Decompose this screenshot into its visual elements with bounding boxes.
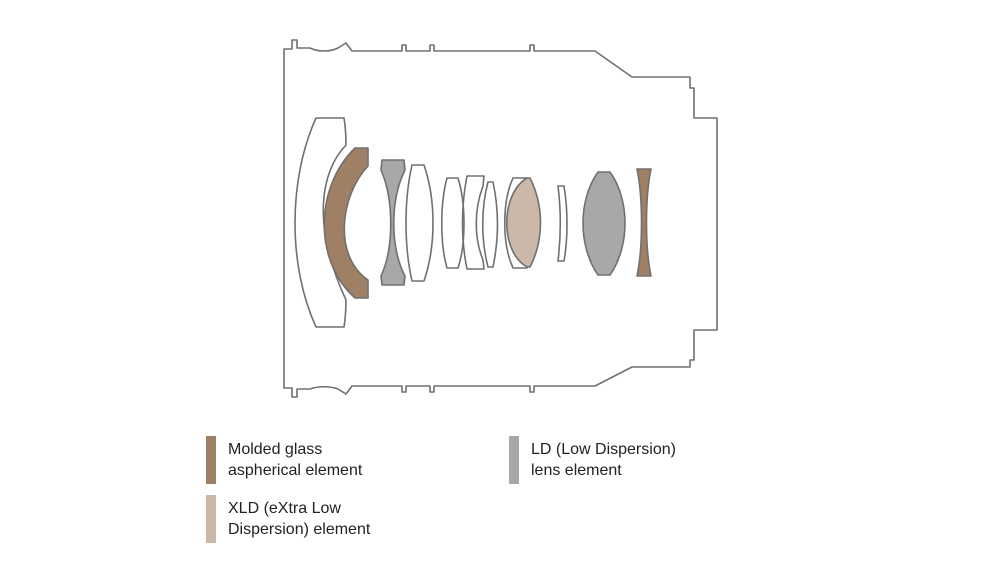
legend-item-xld: XLD (eXtra Low Dispersion) element [206, 495, 370, 543]
lens-element-3-ld [380, 159, 406, 286]
lens-barrel-group [283, 39, 718, 398]
legend-label-ld-line1: LD (Low Dispersion) [531, 441, 676, 458]
lens-element-5 [440, 177, 465, 269]
lens-barrel-outline [283, 39, 718, 398]
lens-element-2-molded-aspherical [323, 147, 369, 299]
lens-element-7 [481, 181, 499, 268]
legend-item-molded: Molded glass aspherical element [206, 436, 362, 484]
legend-label-xld-line2: Dispersion) element [228, 521, 371, 538]
lens-element-9-xld [506, 177, 542, 268]
legend-label-ld: LD (Low Dispersion) lens element [531, 439, 676, 481]
lens-element-8 [503, 177, 528, 269]
lens-element-12-molded-aspherical [636, 168, 652, 277]
lens-element-1 [294, 117, 347, 328]
legend-item-ld: LD (Low Dispersion) lens element [509, 436, 676, 484]
legend-label-ld-line2: lens element [531, 462, 622, 479]
lens-element-11-ld [582, 171, 626, 276]
legend-swatch-molded [206, 436, 216, 484]
lens-element-6 [461, 175, 485, 270]
legend-label-molded-line1: Molded glass [228, 441, 323, 458]
legend-label-molded: Molded glass aspherical element [228, 439, 362, 481]
lens-element-4 [405, 164, 434, 282]
legend-swatch-ld [509, 436, 519, 484]
legend-label-xld-line1: XLD (eXtra Low [228, 500, 341, 517]
legend-label-xld: XLD (eXtra Low Dispersion) element [228, 498, 370, 540]
lens-element-10 [557, 185, 568, 262]
legend-swatch-xld [206, 495, 216, 543]
legend-label-molded-line2: aspherical element [228, 462, 363, 479]
